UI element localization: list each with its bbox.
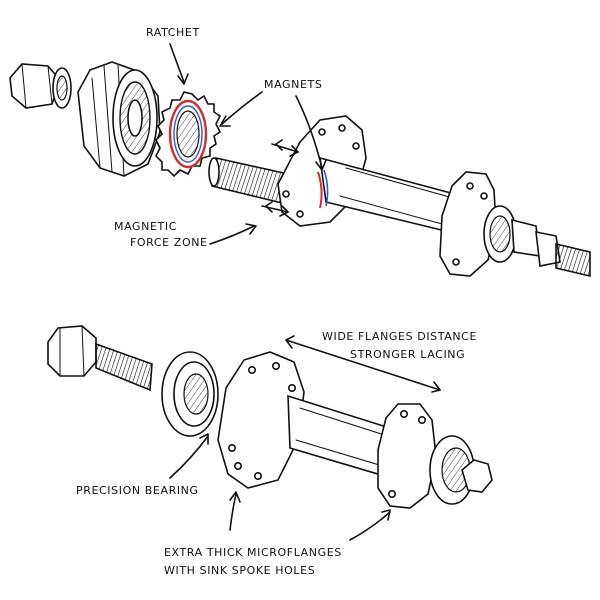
precision-bearing-label: PRECISION BEARING	[76, 484, 199, 497]
driver-body	[77, 61, 161, 177]
front-hub-shell	[217, 351, 493, 509]
magnetic-force-arrows	[261, 139, 299, 217]
shell-magnet-ring	[317, 171, 323, 209]
magnetic-force-zone-label-line1: MAGNETIC	[114, 220, 177, 233]
microflange-leader-2	[349, 511, 391, 541]
rear-axle-nut	[9, 63, 72, 109]
extra-thick-label-line2: WITH SINK SPOKE HOLES	[164, 564, 315, 577]
shell-inner-magnet-ring	[323, 169, 329, 207]
front-axle-bolt	[47, 325, 153, 392]
front-hub-assembly	[47, 325, 493, 541]
ratchet-label: RATCHET	[146, 26, 200, 39]
ratchet-magnet-ring	[168, 99, 208, 169]
magnets-label: MAGNETS	[264, 78, 322, 91]
magnets-leader-2	[295, 95, 323, 169]
force-zone-leader	[209, 225, 255, 245]
wide-flanges-label-line1: WIDE FLANGES DISTANCE	[322, 330, 477, 343]
bearing-leader	[169, 435, 209, 479]
rear-hub-assembly	[9, 43, 591, 278]
magnets-leader-1	[221, 91, 263, 125]
wide-flanges-label-line2: STRONGER LACING	[350, 348, 465, 361]
flange-distance-arrow	[285, 335, 441, 393]
ratchet-leader	[169, 43, 185, 83]
ratchet-inner-magnet-ring	[173, 105, 203, 163]
microflange-leader-1	[229, 493, 237, 531]
rear-axle	[208, 157, 289, 206]
rear-hub-shell	[277, 115, 591, 278]
extra-thick-label-line1: EXTRA THICK MICROFLANGES	[164, 546, 342, 559]
precision-bearing	[161, 351, 219, 437]
ratchet-ring	[155, 91, 222, 178]
magnetic-force-zone-label-line2: FORCE ZONE	[130, 236, 208, 249]
